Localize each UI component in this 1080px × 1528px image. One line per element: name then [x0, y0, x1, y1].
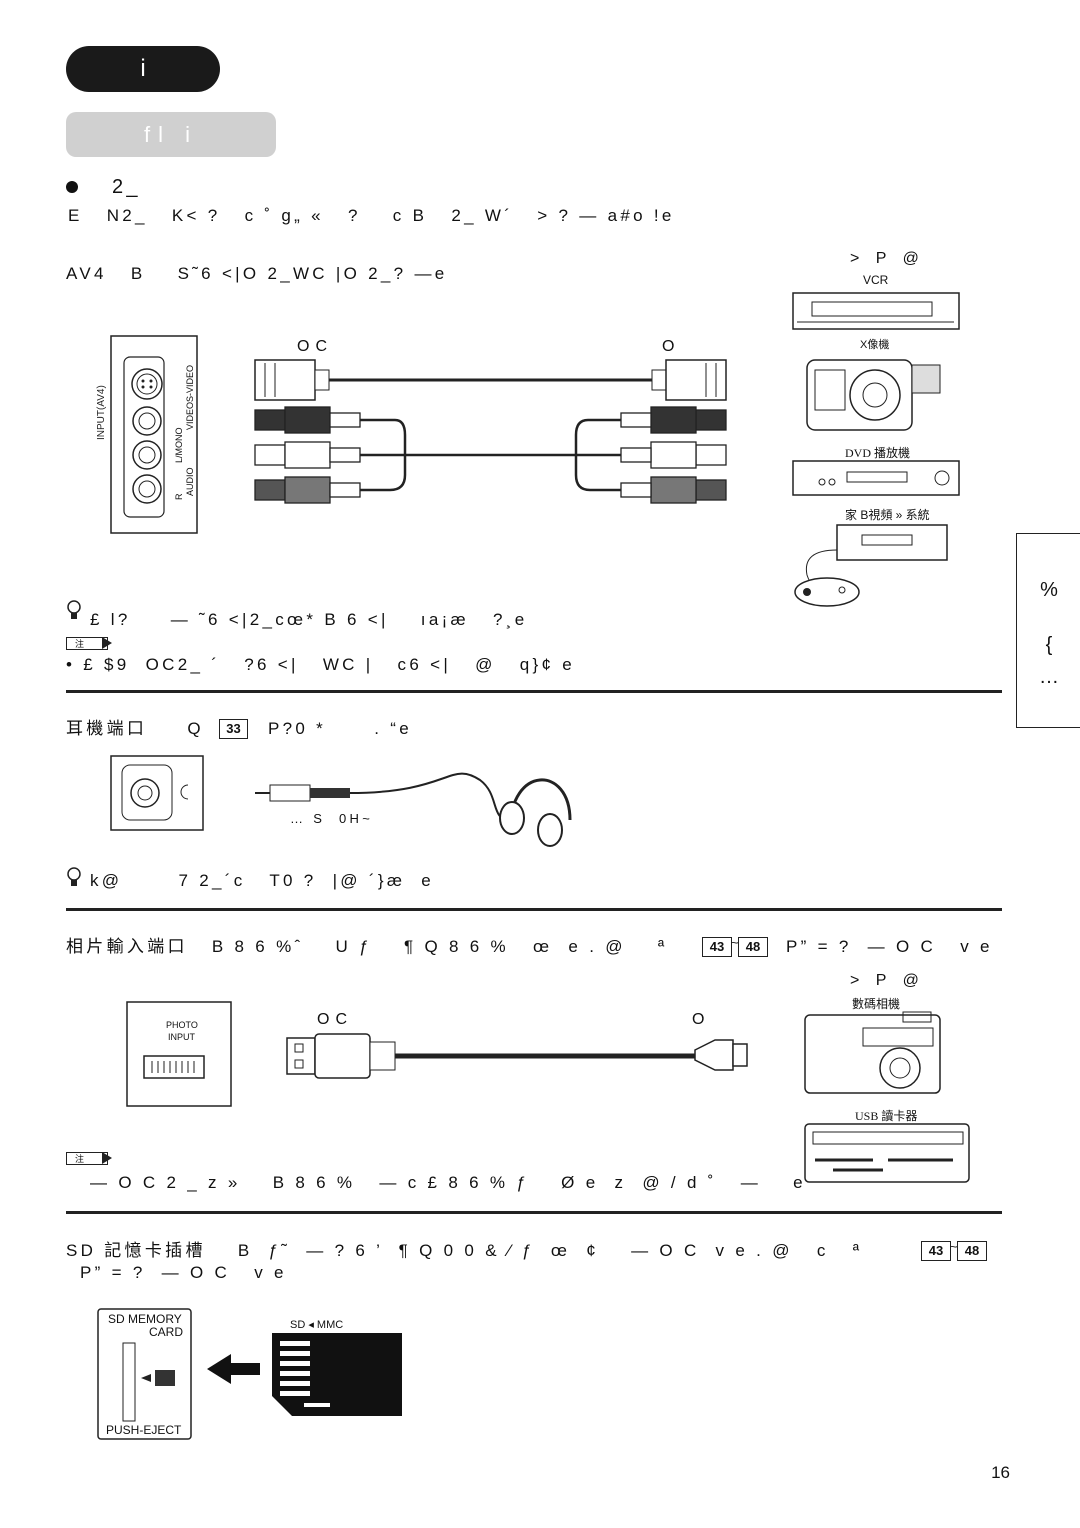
cable-left-label: OC [297, 338, 333, 355]
r-label: R [174, 493, 184, 501]
usb-cable-left-label: OC [317, 1011, 353, 1028]
ref-tilde: ~ [731, 935, 739, 950]
usb-cable-diagram [286, 1033, 748, 1079]
page-ref-badge: 43 [702, 937, 732, 957]
tip-av-text: £ l? — ˜6 <|2_cœ* B 6 <| ıa¡æ ?¸e [90, 610, 528, 629]
sd-card-illustration [272, 1333, 402, 1416]
page-ref-badge: 33 [219, 719, 248, 739]
vcr-illustration [792, 292, 960, 330]
input-av4-label: INPUT(AV4) [96, 385, 107, 440]
headphone-heading: 耳機端口 Q [66, 719, 204, 738]
cable-right-label: O [662, 338, 681, 355]
photo-port-label: PHOTO [166, 1020, 198, 1030]
sd-slot-heading-line2: P” = ? — O C v e [80, 1263, 287, 1282]
card-reader-illustration [804, 1123, 970, 1183]
tip-headphone-text: k@ 7 2_´c T0 ? |@ ´}æ e [90, 871, 435, 890]
note-av-text: • £ $9 OC2_ ´ ?6 <| WC | c6 <| @ q}¢ e [66, 655, 576, 674]
lmono-label: L/MONO [174, 427, 184, 463]
headphones-illustration [255, 772, 572, 847]
sd-slot-illustration [97, 1308, 192, 1440]
sd-card-label: SD ◂ MMC [290, 1319, 344, 1331]
device-camera-label: 數碼相機 [852, 997, 901, 1011]
headphone-caption: … S 0H~ [290, 811, 374, 826]
intro-line: E N2_ K< ? c ˚ g„ « ? c B 2_ W´ > ? — a#… [68, 206, 675, 225]
device-vcr-label: VCR [863, 273, 889, 287]
note-arrow-icon [102, 637, 112, 649]
dvd-player-illustration [792, 460, 960, 496]
camcorder-illustration [806, 359, 941, 431]
devices-heading: > P @ [850, 250, 925, 267]
headphone-heading-rest: P?0 * . “e [268, 719, 412, 738]
section-title-pill: i [66, 46, 220, 92]
photo-input-heading-rest: P” = ? — O C v e [786, 937, 993, 956]
tip-bulb-icon [67, 600, 81, 619]
note-photo-text: — O C 2 _ z » B 8 6 % — c £ 8 6 % ƒ Ø e … [90, 1173, 806, 1192]
photo-input-heading: 相片輸入端口 B 8 6 %ˆ U ƒ ¶ Q 8 6 % œ e . @ ª [66, 937, 668, 956]
side-tab-b: { [1045, 634, 1053, 656]
sd-slot-label: SD MEMORY [108, 1312, 182, 1326]
sd-slot-heading: SD 記憶卡插槽 B ƒ˜ — ? 6 ’ ¶ Q 0 0 & ⁄ ƒ œ ¢ … [66, 1241, 863, 1260]
side-tab-a: % [1040, 579, 1058, 601]
video-label: VIDEO [185, 401, 195, 430]
photo-port-label: INPUT [168, 1032, 195, 1042]
digital-camera-illustration [804, 1011, 941, 1094]
section-subtitle-pill: fl i [66, 112, 276, 157]
bullet-heading: 2_ [112, 176, 141, 198]
side-tab-c: … [1039, 666, 1059, 688]
device-camcorder-label: X像機 [860, 339, 890, 351]
ref-tilde: ~ [950, 1239, 958, 1254]
tip-bulb-icon [67, 867, 81, 886]
av4-line: AV4 B S˜6 <|O 2_WC |O 2_? —e [66, 264, 448, 283]
device-gameconsole-label: 家 B視頻 » 系統 [845, 508, 930, 522]
headphone-port-illustration [110, 755, 204, 831]
page-ref-badge: 43 [921, 1241, 951, 1261]
av-cable-diagram [254, 359, 727, 504]
bullet-dot [66, 181, 78, 193]
side-index-tab: % { … [1016, 533, 1080, 728]
divider [66, 690, 1002, 693]
sd-slot-label: CARD [149, 1325, 184, 1339]
usb-cable-right-label: O [692, 1011, 711, 1028]
av-input-panel [110, 335, 198, 534]
page-ref-badge: 48 [738, 937, 768, 957]
game-console-illustration [794, 524, 948, 607]
photo-input-port-illustration [126, 1001, 232, 1107]
page-number: 16 [991, 1463, 1010, 1482]
sd-slot-label: PUSH-EJECT [106, 1423, 182, 1437]
insert-arrow-icon [207, 1354, 260, 1384]
divider [66, 1211, 1002, 1214]
divider [66, 908, 1002, 911]
device-cardreader-label: USB 讀卡器 [855, 1109, 918, 1123]
page-ref-badge: 48 [957, 1241, 987, 1261]
note-arrow-icon [102, 1152, 112, 1164]
device-dvd-label: DVD 播放機 [845, 446, 910, 460]
devices-heading: > P @ [850, 972, 925, 989]
svideo-label: S-VIDEO [185, 364, 195, 402]
audio-label: AUDIO [185, 467, 195, 496]
